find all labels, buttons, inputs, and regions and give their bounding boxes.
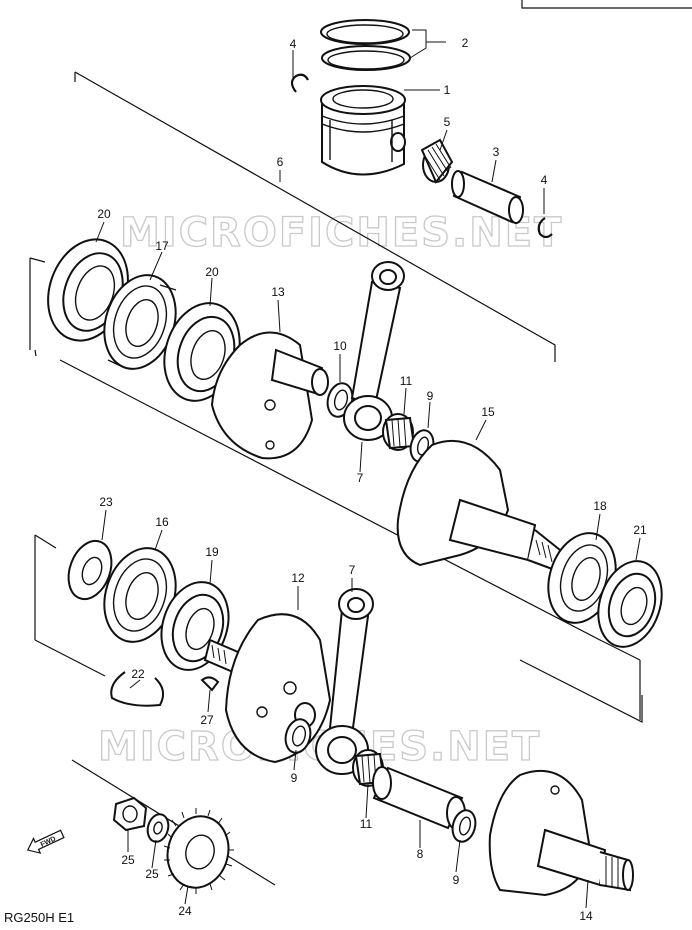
callout-11-lower: 11 xyxy=(360,817,373,831)
circlip-left xyxy=(290,73,309,93)
connecting-rod-upper xyxy=(343,261,405,441)
circlip-right xyxy=(537,217,553,239)
callout-9-lower-b: 9 xyxy=(453,873,460,887)
callout-22: 22 xyxy=(131,667,145,681)
crank-web-upper-right xyxy=(396,439,562,572)
oil-seal-upper-right xyxy=(597,560,663,648)
callout-25-washer: 25 xyxy=(145,867,159,881)
callout-9-lower-a: 9 xyxy=(291,771,298,785)
callout-1: 1 xyxy=(444,83,451,97)
model-code: RG250H E1 xyxy=(4,910,74,925)
callout-6: 6 xyxy=(277,155,284,169)
callout-4-upper: 4 xyxy=(290,37,297,51)
assembly-bracket-middle xyxy=(34,349,641,720)
snap-ring-lower xyxy=(110,671,165,707)
callout-7-upper: 7 xyxy=(357,471,364,485)
callout-24: 24 xyxy=(178,904,192,918)
shim-lower xyxy=(67,539,113,601)
callout-13: 13 xyxy=(271,285,285,299)
frame-corner xyxy=(521,0,692,9)
callout-25-nut: 25 xyxy=(121,853,135,867)
callout-15: 15 xyxy=(481,405,495,419)
needle-bearing-small-end xyxy=(420,138,454,184)
callout-16: 16 xyxy=(155,515,169,529)
callout-17: 17 xyxy=(155,239,169,253)
callout-8: 8 xyxy=(417,847,424,861)
callout-20-upper: 20 xyxy=(97,207,111,221)
woodruff-key-lower xyxy=(200,676,220,692)
nut-lower xyxy=(112,796,148,832)
callout-2: 2 xyxy=(462,36,469,50)
callout-numbers: 2 4 1 5 3 4 6 20 17 20 13 10 11 9 15 7 1… xyxy=(97,36,647,923)
callout-14: 14 xyxy=(579,909,593,923)
fwd-label: FWD xyxy=(40,836,57,849)
ball-bearing-upper-left xyxy=(103,274,177,370)
crank-web-lower-right xyxy=(488,769,634,897)
callout-12: 12 xyxy=(291,571,305,585)
callout-5: 5 xyxy=(444,115,451,129)
callout-19: 19 xyxy=(205,545,219,559)
callout-4-lower: 4 xyxy=(541,173,548,187)
callout-11-upper: 11 xyxy=(400,374,413,388)
watermark-upper: MICROFICHES.NET xyxy=(120,210,563,256)
piston-pin xyxy=(451,170,524,224)
needle-bearing-upper xyxy=(382,413,416,451)
callout-10: 10 xyxy=(333,339,347,353)
piston-rings xyxy=(320,19,411,71)
callout-21: 21 xyxy=(633,523,647,537)
crank-pin-lower xyxy=(372,766,466,830)
callout-9-upper: 9 xyxy=(427,389,434,403)
callout-3: 3 xyxy=(493,145,500,159)
assembly-bracket-upper xyxy=(29,71,556,362)
fwd-arrow-icon: FWD xyxy=(26,829,65,854)
callout-27: 27 xyxy=(200,713,214,727)
leader-lines xyxy=(95,29,641,909)
callout-18: 18 xyxy=(593,499,607,513)
piston xyxy=(320,85,406,176)
thrust-washer-lower-9a xyxy=(284,718,312,754)
callout-20-lower: 20 xyxy=(205,265,219,279)
washer-lower xyxy=(146,813,170,843)
primary-drive-gear xyxy=(163,808,234,894)
callout-7-lower: 7 xyxy=(349,563,356,577)
callout-23: 23 xyxy=(99,495,113,509)
crank-web-upper-left xyxy=(210,331,329,460)
